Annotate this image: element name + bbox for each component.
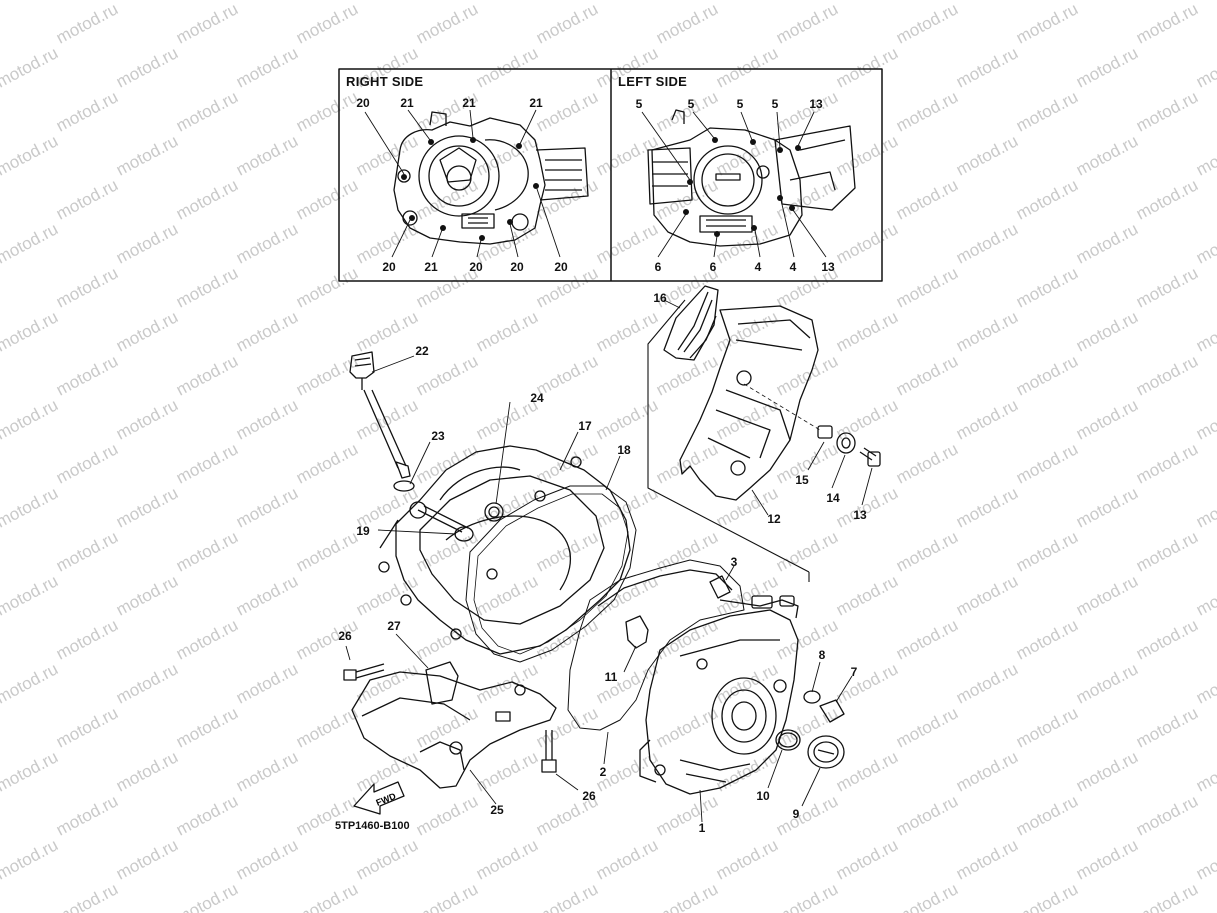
- part-11-bracket: [623, 615, 649, 673]
- right-side-engine-sketch: [364, 109, 589, 258]
- callout-label: 4: [754, 260, 762, 274]
- callout-label: 5: [635, 97, 643, 111]
- callout-label: 10: [756, 789, 770, 803]
- callout-label: 21: [529, 96, 543, 110]
- callout-label: 15: [795, 473, 809, 487]
- callout-label: 11: [604, 670, 618, 684]
- callout-label: 13: [809, 97, 823, 111]
- callout-label: 5: [736, 97, 744, 111]
- part-23-o-ring: [393, 441, 431, 492]
- callout-label: 20: [554, 260, 568, 274]
- part-2-gasket-left: [567, 559, 745, 765]
- callout-label: 5: [687, 97, 695, 111]
- callout-label: 24: [530, 391, 544, 405]
- part-9-10-cap: [767, 729, 845, 807]
- callout-label: 22: [415, 344, 429, 358]
- part-22-dipstick: [349, 351, 415, 479]
- part-26-bolts: [343, 645, 579, 791]
- callout-label: 3: [730, 555, 738, 569]
- callout-label: 2: [599, 765, 607, 779]
- inset-title-left-side: LEFT SIDE: [618, 74, 688, 89]
- part-7-8-plug: [803, 661, 853, 723]
- callout-label: 14: [826, 491, 840, 505]
- callout-label: 18: [617, 443, 631, 457]
- callout-label: 21: [462, 96, 476, 110]
- fwd-arrow: [353, 781, 405, 815]
- callout-label: 20: [356, 96, 370, 110]
- parts-13-14-15-fasteners: [663, 299, 881, 516]
- part-12-sprocket-cover: [679, 305, 821, 501]
- callout-label: 25: [490, 803, 504, 817]
- callout-label: 1: [698, 821, 706, 835]
- callout-label: 20: [382, 260, 396, 274]
- callout-label: 20: [469, 260, 483, 274]
- callout-label: 20: [510, 260, 524, 274]
- callout-label: 17: [578, 419, 592, 433]
- callout-label: 26: [582, 789, 596, 803]
- callout-label: 26: [338, 629, 352, 643]
- callout-label: 7: [850, 665, 858, 679]
- part-3-dowel: [709, 565, 735, 599]
- callout-label: 12: [767, 512, 781, 526]
- callout-label: 13: [821, 260, 835, 274]
- part-16-cover-guard: [663, 285, 719, 361]
- callout-label: 8: [818, 648, 826, 662]
- part-1-crankcase-cover-left: [639, 595, 799, 823]
- callout-label: 4: [789, 260, 797, 274]
- callout-label: 6: [654, 260, 662, 274]
- part-18-gasket: [465, 455, 637, 663]
- part-25-undercover: [351, 671, 557, 805]
- drawing-code: 5TP1460-B100: [335, 820, 410, 832]
- inset-title-right-side: RIGHT SIDE: [346, 74, 424, 89]
- callout-label: 5: [771, 97, 779, 111]
- callout-label: 23: [431, 429, 445, 443]
- part-27-bracket: [395, 633, 459, 705]
- callout-label: 21: [400, 96, 414, 110]
- left-side-engine-sketch: [641, 109, 856, 258]
- callout-label: 16: [653, 291, 667, 305]
- callout-label: 27: [387, 619, 401, 633]
- callout-label: 21: [424, 260, 438, 274]
- callout-label: 9: [792, 807, 800, 821]
- callout-label: 19: [356, 524, 370, 538]
- callout-label: 13: [853, 508, 867, 522]
- callout-label: 6: [709, 260, 717, 274]
- sprocket-cover-box: [647, 299, 810, 582]
